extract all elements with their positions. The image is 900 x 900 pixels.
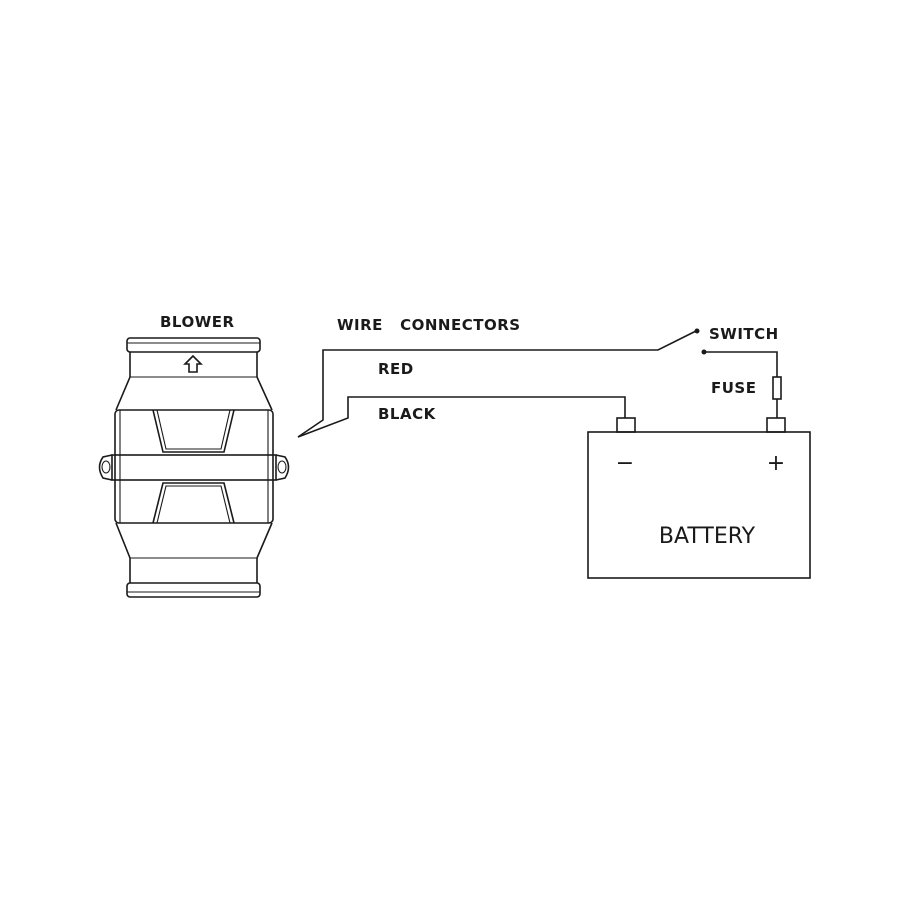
black-wire (297, 396, 626, 438)
switch-label: SWITCH (709, 325, 779, 343)
red-wire (297, 330, 697, 438)
battery-terminal-positive (766, 417, 786, 433)
black-wire-label: BLACK (378, 405, 437, 423)
fuse-wire (704, 351, 778, 418)
switch-contact-icon (694, 328, 700, 334)
blower-icon (98, 337, 290, 598)
battery-terminal-negative (616, 417, 636, 433)
wire-connectors-label: WIRE CONNECTORS (337, 316, 521, 334)
blower-label: BLOWER (160, 313, 235, 331)
fuse-label: FUSE (711, 379, 756, 397)
battery-positive-sign: + (767, 451, 785, 476)
airflow-arrow-icon (183, 354, 203, 373)
battery-label: BATTERY (659, 524, 756, 549)
battery-icon (587, 431, 811, 579)
fuse-icon (772, 376, 782, 400)
red-wire-label: RED (378, 360, 414, 378)
battery-negative-sign: − (616, 451, 634, 476)
